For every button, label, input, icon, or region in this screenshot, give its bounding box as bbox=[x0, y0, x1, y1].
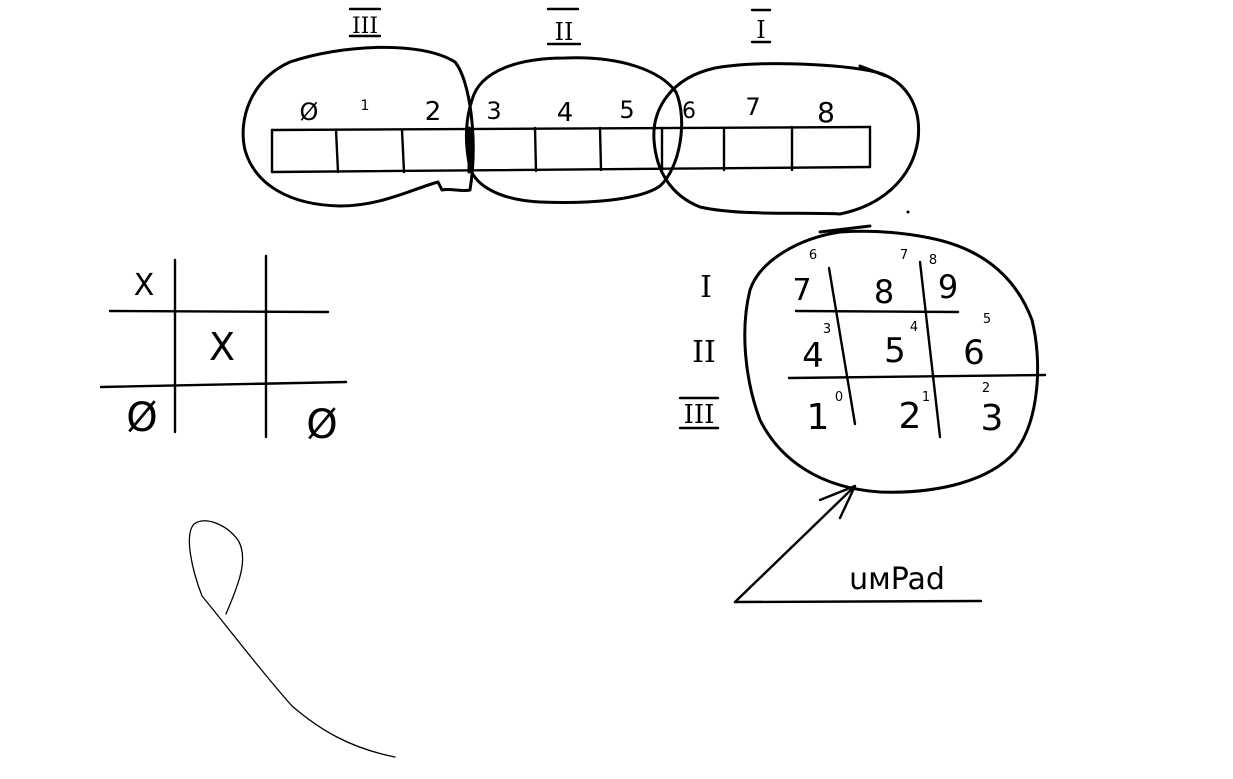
group-loop-iii bbox=[241, 45, 475, 208]
numpad-key-5: 5 bbox=[884, 331, 906, 371]
group-label-ii-text: II bbox=[555, 18, 574, 46]
ttt-cell-6: Ø bbox=[126, 395, 157, 441]
array-index-4: 4 bbox=[557, 98, 574, 128]
freehand-stroke bbox=[188, 520, 396, 758]
numpad-diagram: I II III 7 8 9 4 5 6 1 2 3 6 7 8 3 4 5 0… bbox=[678, 224, 1047, 604]
group-label-iii: III bbox=[348, 7, 382, 39]
array-index-5: 5 bbox=[619, 96, 634, 124]
numpad-mark-8: 8 bbox=[929, 253, 937, 268]
numpad-caption: uмPad bbox=[849, 562, 945, 597]
numpad-key-6: 6 bbox=[963, 333, 985, 373]
numpad-row-label-iii: III bbox=[684, 400, 715, 430]
numpad-mark-2: 2 bbox=[982, 381, 990, 396]
numpad-mark-0: 0 bbox=[835, 390, 843, 405]
numpad-mark-7: 7 bbox=[900, 248, 908, 263]
tictactoe-board: X X Ø Ø bbox=[99, 254, 348, 448]
array-index-2: 2 bbox=[425, 97, 442, 127]
numpad-mark-3: 3 bbox=[823, 322, 831, 337]
ttt-cell-0: X bbox=[134, 268, 155, 303]
array-index-3: 3 bbox=[486, 97, 501, 125]
group-loop-i bbox=[652, 62, 921, 216]
numpad-mark-5: 5 bbox=[983, 312, 991, 327]
numpad-key-9: 9 bbox=[938, 268, 958, 306]
numpad-mark-6: 6 bbox=[809, 248, 817, 263]
numpad-loop bbox=[743, 224, 1040, 494]
numpad-row-label-ii: II bbox=[692, 335, 716, 370]
numpad-mark-4: 4 bbox=[910, 320, 918, 335]
numpad-key-7: 7 bbox=[792, 273, 811, 308]
numpad-key-1: 1 bbox=[807, 397, 830, 438]
group-label-i-text: I bbox=[756, 16, 765, 44]
array-index-1: 1 bbox=[361, 98, 370, 114]
group-loop-ii bbox=[464, 56, 684, 204]
numpad-mark-1: 1 bbox=[922, 390, 930, 405]
numpad-row-label-i: I bbox=[700, 270, 712, 305]
group-label-ii: II bbox=[546, 7, 582, 46]
numpad-key-3: 3 bbox=[981, 398, 1004, 439]
ttt-cell-4: X bbox=[209, 325, 235, 369]
array-index-6: 6 bbox=[682, 99, 696, 124]
array-index-0: Ø bbox=[300, 98, 319, 126]
numpad-key-4: 4 bbox=[802, 336, 824, 376]
array-strip: III II I Ø 1 2 3 bbox=[241, 7, 921, 216]
group-label-i: I bbox=[750, 8, 772, 44]
array-index-8: 8 bbox=[817, 96, 835, 129]
group-label-iii-text: III bbox=[352, 14, 378, 39]
array-index-7: 7 bbox=[745, 93, 760, 121]
stray-dot bbox=[906, 210, 910, 214]
ttt-cell-8: Ø bbox=[306, 402, 337, 448]
numpad-key-2: 2 bbox=[899, 396, 922, 437]
numpad-key-8: 8 bbox=[874, 273, 894, 311]
numpad-pointer-arrow bbox=[733, 484, 857, 604]
